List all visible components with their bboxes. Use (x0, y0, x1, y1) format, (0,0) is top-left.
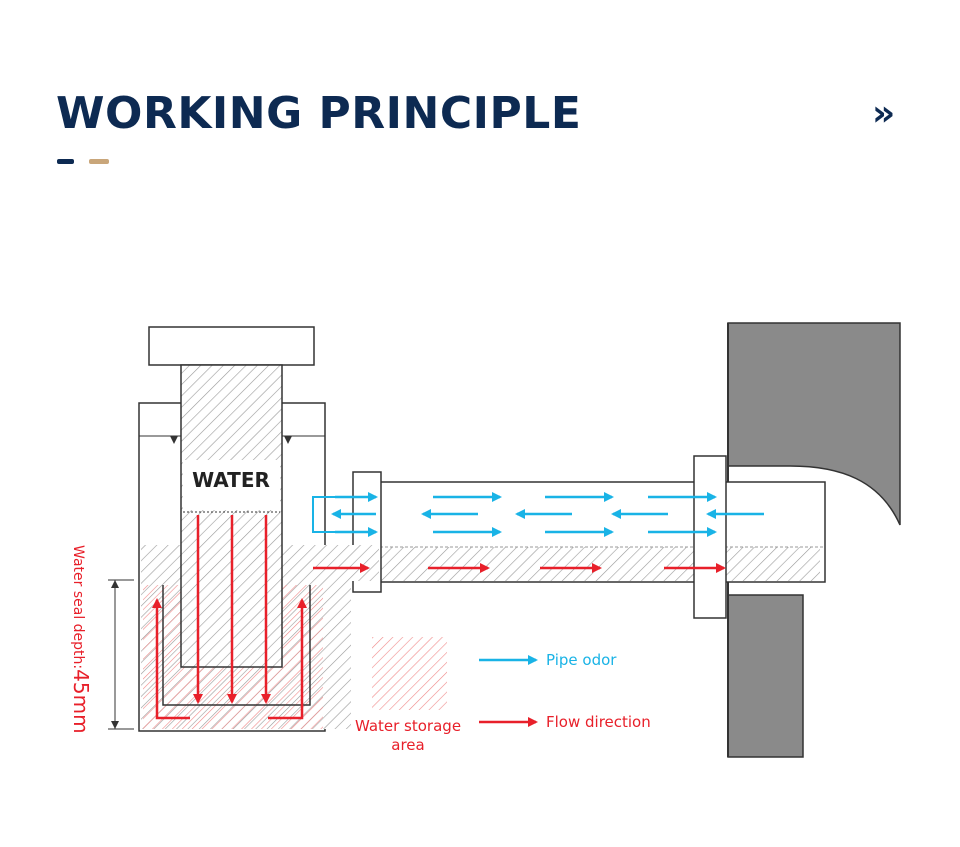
title-accent-bar-gold (89, 159, 109, 164)
seal-depth-label: Water seal depth:45mm (69, 545, 93, 734)
page-title: WORKING PRINCIPLE (56, 88, 582, 139)
legend-storage-swatch (372, 637, 447, 710)
drain-cap (148, 326, 315, 366)
title-accent-bar (57, 159, 74, 164)
legend-storage-label-1: Water storage (355, 717, 461, 735)
legend-flow-label: Flow direction (546, 713, 651, 731)
inner-bell (162, 585, 311, 706)
wall-lower (727, 594, 804, 758)
pipe-collar-right (693, 455, 727, 619)
legend-odor-label: Pipe odor (546, 651, 617, 669)
legend-storage-label-2: area (391, 736, 424, 754)
water-label: WATER (192, 468, 270, 492)
more-chevron-icon[interactable]: » (872, 93, 896, 134)
wall-upper (727, 322, 901, 526)
pipe-water-hatch (380, 547, 820, 581)
